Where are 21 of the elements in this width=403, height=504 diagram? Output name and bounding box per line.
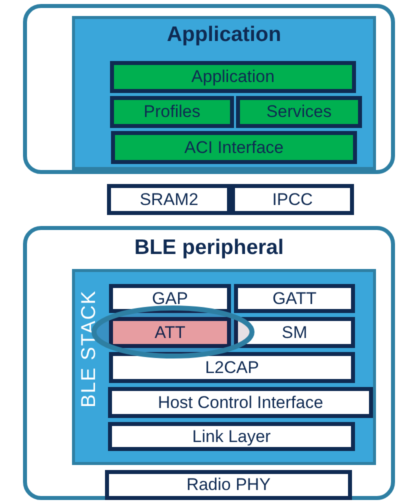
- module-box: SM: [234, 317, 355, 348]
- module-box: Link Layer: [108, 422, 355, 451]
- layer-panel: [72, 269, 376, 465]
- module-box: L2CAP: [109, 352, 355, 383]
- stack-label: BLE STACK: [78, 290, 101, 408]
- module-box: SRAM2: [107, 184, 231, 215]
- module-box: Services: [236, 96, 362, 128]
- layer-panel: [72, 16, 376, 170]
- highlighted-module-box: ATT: [109, 317, 231, 348]
- module-box: ACI Interface: [111, 131, 357, 164]
- module-box: GAP: [109, 284, 231, 313]
- device-frame: [23, 226, 395, 500]
- module-box: GATT: [234, 284, 355, 313]
- section-heading: Application: [166, 23, 282, 47]
- module-box: Radio PHY: [105, 470, 352, 500]
- section-heading: BLE peripheral: [134, 236, 284, 260]
- module-box: Profiles: [110, 96, 234, 128]
- module-box: Host Control Interface: [108, 387, 373, 418]
- device-frame: [23, 4, 395, 174]
- module-box: Application: [110, 61, 356, 93]
- module-box: IPCC: [231, 184, 354, 215]
